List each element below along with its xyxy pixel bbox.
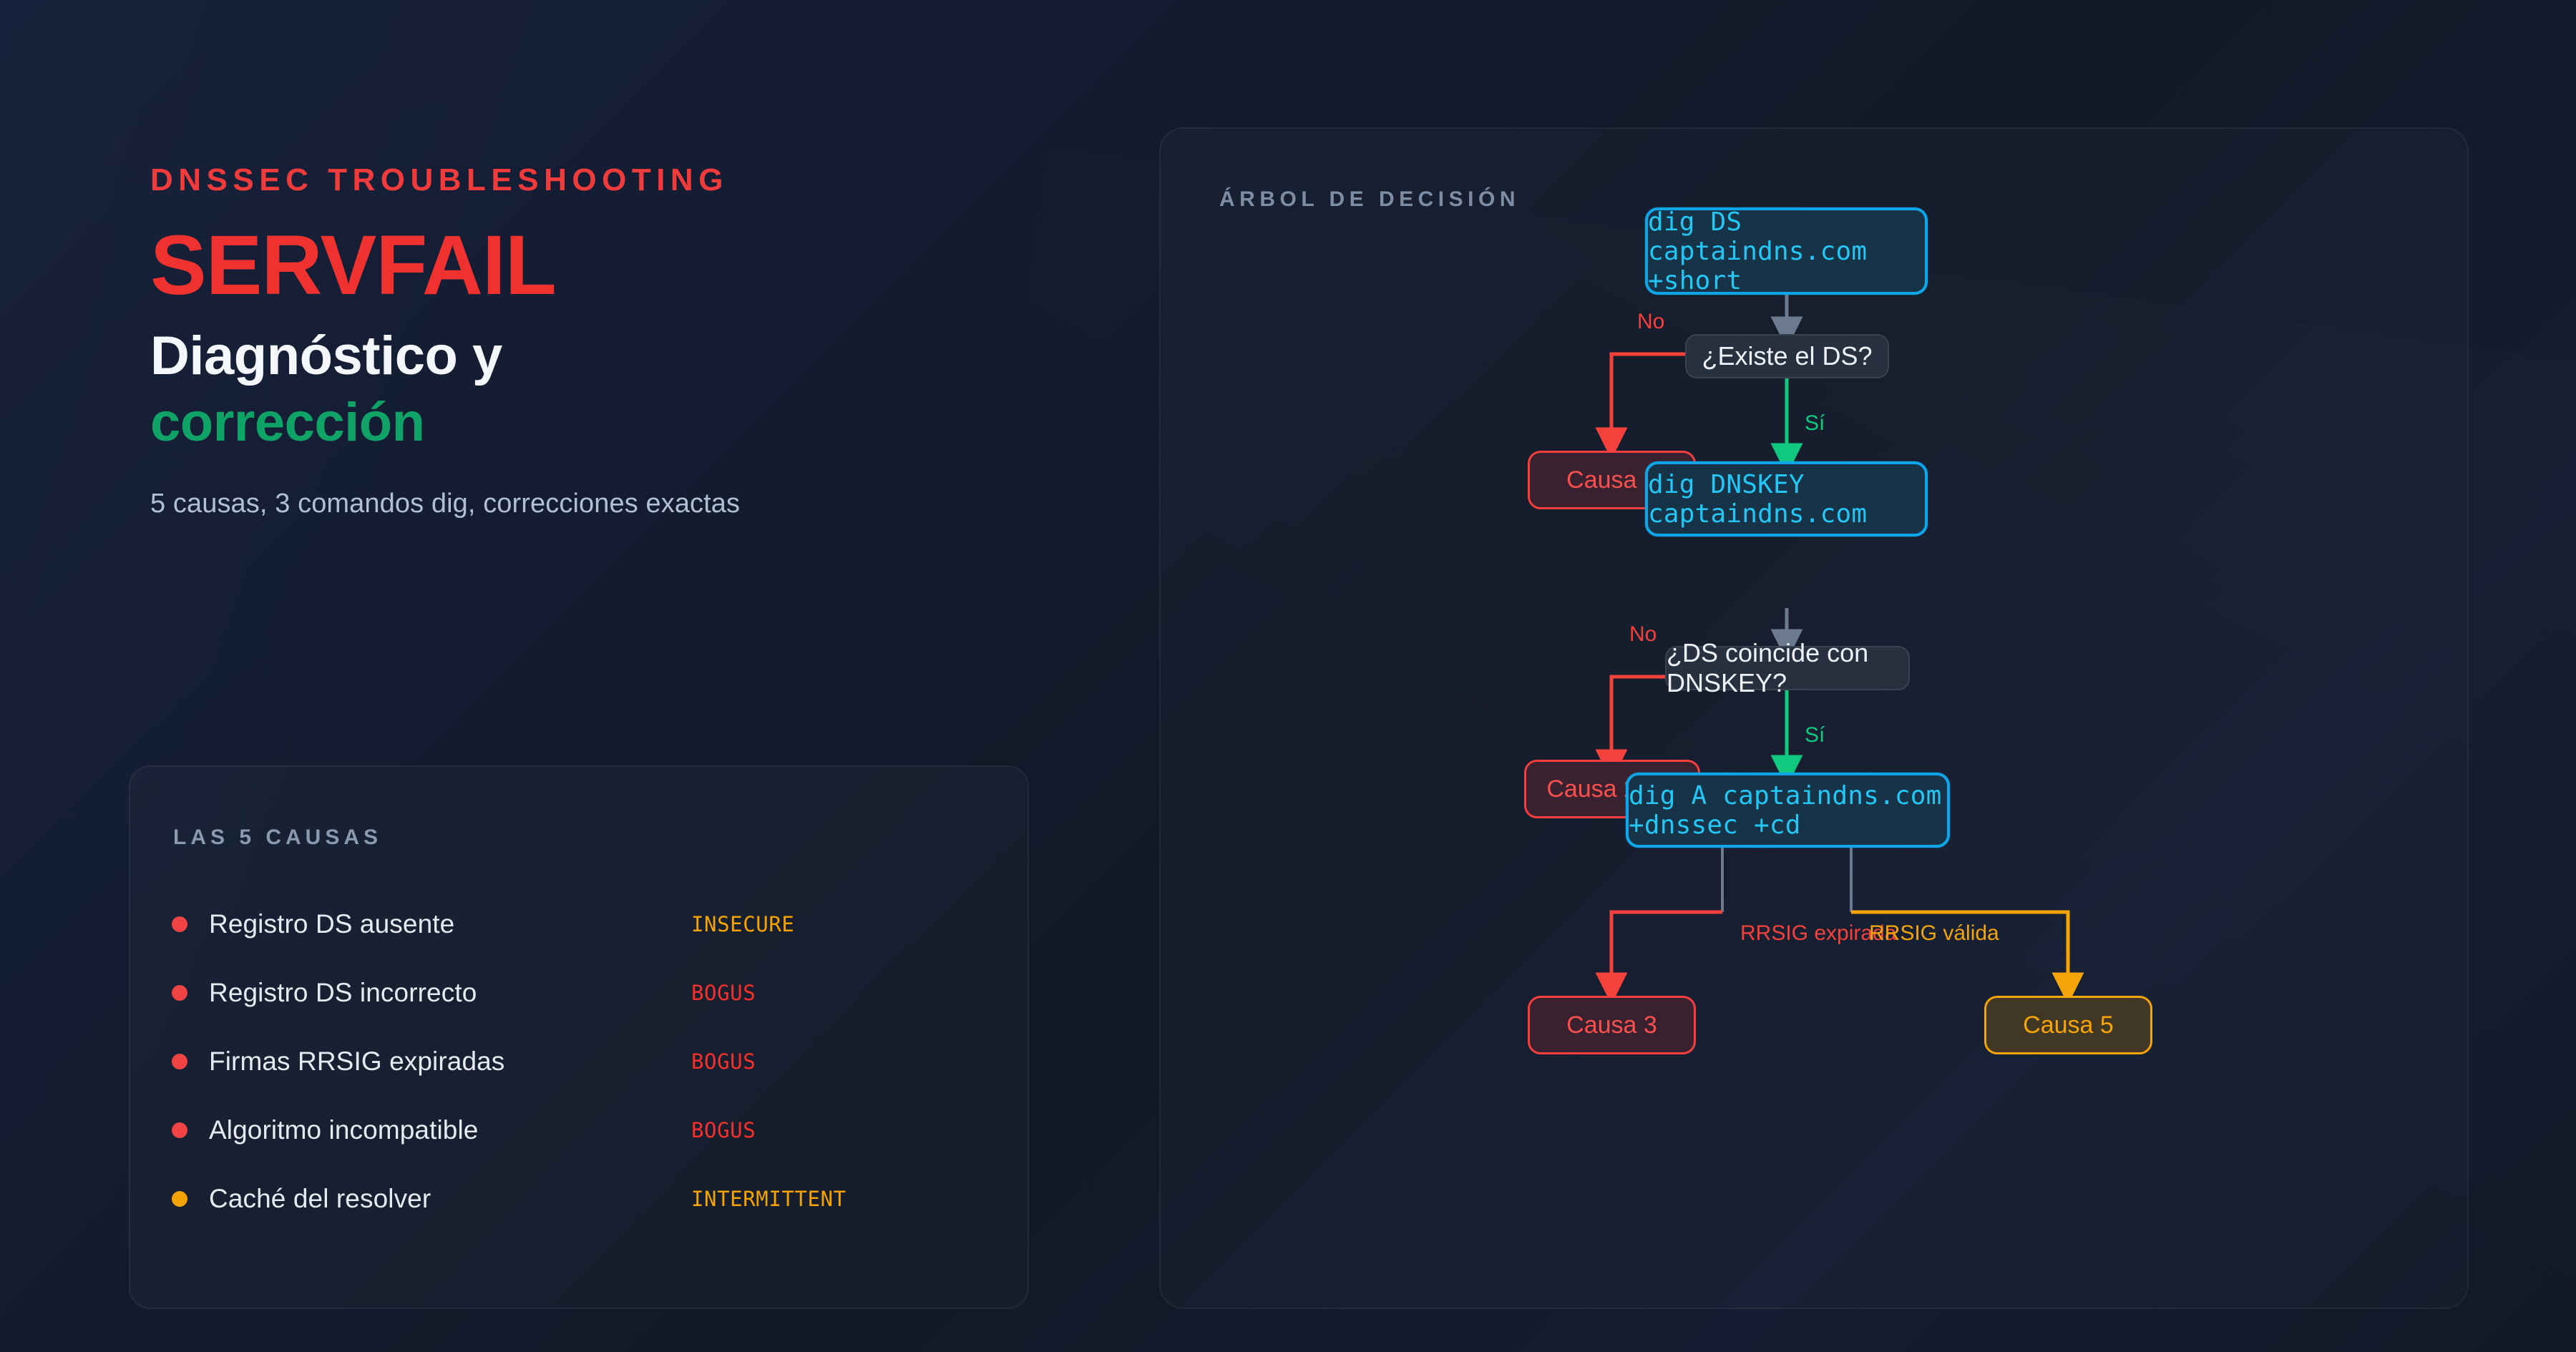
status-badge: INSECURE <box>691 912 795 936</box>
bullet-dot-icon <box>172 1191 187 1207</box>
list-item: Algoritmo incompatible BOGUS <box>172 1096 999 1165</box>
decision-node-ds-exists[interactable]: ¿Existe el DS? <box>1685 334 1889 378</box>
status-badge: BOGUS <box>691 1049 756 1074</box>
status-badge: BOGUS <box>691 981 756 1005</box>
flowchart: dig DS captaindns.com +short ¿Existe el … <box>1161 129 2470 1311</box>
hero-kicker: 5 causas, 3 comandos dig, correcciones e… <box>150 489 741 519</box>
cause-label: Algoritmo incompatible <box>209 1115 479 1145</box>
bullet-dot-icon <box>172 1054 187 1069</box>
causes-list: Registro DS ausente INSECURE Registro DS… <box>172 890 999 1233</box>
subtitle-line-2: corrección <box>150 391 425 453</box>
page-title: SERVFAIL <box>150 218 557 313</box>
list-item: Caché del resolver INTERMITTENT <box>172 1165 999 1233</box>
flow-connectors <box>1595 295 2084 1005</box>
cause-label: Firmas RRSIG expiradas <box>209 1047 505 1076</box>
list-item: Registro DS incorrecto BOGUS <box>172 959 999 1027</box>
command-node-dig-dnskey[interactable]: dig DNSKEY captaindns.com <box>1645 461 1928 537</box>
bullet-dot-icon <box>172 1122 187 1138</box>
cause-label: Caché del resolver <box>209 1184 431 1213</box>
edge-label-no-1: No <box>1637 310 1665 333</box>
cause-label: Registro DS incorrecto <box>209 978 477 1007</box>
status-badge: INTERMITTENT <box>691 1187 847 1211</box>
outcome-node-causa-3[interactable]: Causa 3 <box>1528 996 1696 1054</box>
edge-label-no-2: No <box>1629 622 1657 646</box>
causes-card: LAS 5 CAUSAS Registro DS ausente INSECUR… <box>129 765 1029 1309</box>
hero-block: DNSSEC TROUBLESHOOTING SERVFAIL Diagnóst… <box>150 165 1038 519</box>
decision-tree-title: ÁRBOL DE DECISIÓN <box>1219 187 1520 211</box>
decision-node-ds-matches-dnskey[interactable]: ¿DS coincide con DNSKEY? <box>1665 638 1910 697</box>
bullet-dot-icon <box>172 916 187 932</box>
command-node-dig-ds[interactable]: dig DS captaindns.com +short <box>1645 207 1928 295</box>
outcome-node-causa-5[interactable]: Causa 5 <box>1984 996 2152 1054</box>
command-node-dig-a-dnssec[interactable]: dig A captaindns.com +dnssec +cd <box>1626 773 1950 848</box>
subtitle-line-1: Diagnóstico y <box>150 325 502 386</box>
eyebrow-label: DNSSEC TROUBLESHOOTING <box>150 162 728 197</box>
edge-label-si-2: Sí <box>1805 723 1825 747</box>
edge-label-rrsig-expirada: RRSIG expirada <box>1740 921 1897 945</box>
causes-card-title: LAS 5 CAUSAS <box>173 826 383 849</box>
bullet-dot-icon <box>172 985 187 1001</box>
edge-label-si-1: Sí <box>1805 411 1825 435</box>
decision-tree-panel: ÁRBOL DE DECISIÓN <box>1159 127 2469 1309</box>
cause-label: Registro DS ausente <box>209 909 455 939</box>
list-item: Firmas RRSIG expiradas BOGUS <box>172 1027 999 1096</box>
edge-label-rrsig-valida: RRSIG válida <box>1869 921 1999 945</box>
list-item: Registro DS ausente INSECURE <box>172 890 999 959</box>
status-badge: BOGUS <box>691 1118 756 1142</box>
